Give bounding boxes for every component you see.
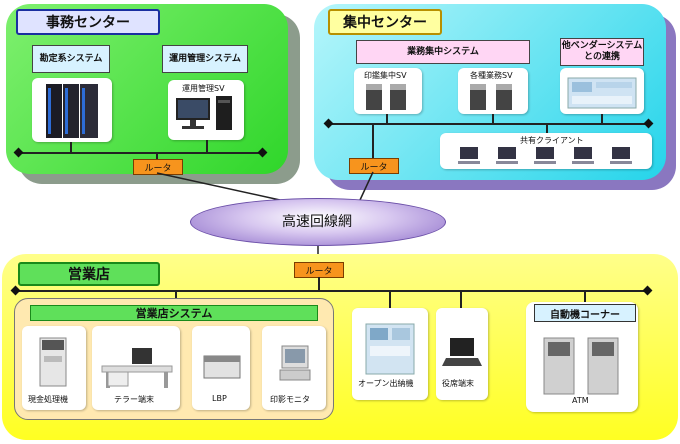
unyo-system-title: 運用管理システム (162, 45, 248, 73)
kanjo-system-title: 勘定系システム (32, 45, 110, 73)
cash-machine-icon (39, 337, 67, 387)
jimu-center-title: 事務センター (16, 9, 160, 35)
network-oval (190, 198, 446, 246)
desktop-pc-icon (176, 96, 232, 130)
inkan-server-label: 印鑑集中SV (364, 71, 407, 80)
atm-label: ATM (572, 396, 589, 405)
shuchu-lan-line (330, 123, 648, 125)
mainframe-card (32, 78, 112, 142)
teller-terminal-label: テラー端末 (114, 395, 154, 404)
jimu-drop-2 (206, 140, 208, 152)
seal-monitor-card: 印影モニタ (262, 326, 326, 410)
eigyoten-drop-3 (460, 291, 462, 309)
vendor-machine-card (560, 68, 644, 114)
unyo-server-card: 運用管理SV (168, 80, 244, 140)
shuchu-center-title: 集中センター (328, 9, 442, 35)
eigyoten-router: ルータ (294, 262, 344, 278)
shuchu-drop-3 (601, 114, 603, 123)
cash-processor-card: 現金処理機 (22, 326, 86, 410)
shared-clients-label: 共有クライアント (520, 136, 584, 145)
eigyoten-drop-2 (389, 291, 391, 309)
shuchu-drop-4 (546, 124, 548, 134)
laptop-icon (442, 338, 482, 366)
server-tower-icon (366, 84, 406, 110)
eigyoten-lan-line (18, 290, 646, 292)
inkan-server-card: 印鑑集中SV (354, 68, 422, 114)
mainframe-icon (46, 84, 98, 138)
shuchu-router: ルータ (349, 158, 399, 174)
network-label: 高速回線網 (282, 214, 352, 230)
gyomu-system-title: 業務集中システム (356, 40, 530, 64)
unyo-server-label: 運用管理SV (182, 84, 225, 93)
shuchu-drop-1 (386, 114, 388, 123)
kakushu-server-label: 各種業務SV (470, 71, 513, 80)
eigyoten-title: 営業店 (18, 262, 160, 286)
seal-monitor-icon (279, 345, 311, 381)
kakushu-server-card: 各種業務SV (458, 68, 528, 114)
jimu-lan-line (20, 152, 262, 154)
shuchu-drop-2 (492, 114, 494, 123)
eigyoten-drop-4 (584, 291, 586, 303)
client-pc-icons (458, 147, 632, 164)
vendor-system-title: 他ベンダーシステム との連携 (560, 38, 644, 66)
teller-desk-icon (101, 348, 173, 388)
server-tower-icon (470, 84, 512, 110)
atm-icon (543, 337, 619, 395)
lbp-label: LBP (212, 394, 227, 403)
officer-terminal-label: 役席端末 (442, 379, 474, 388)
shuchu-router-drop (372, 124, 374, 158)
open-teller-card: オープン出納機 (352, 308, 428, 400)
cash-processor-label: 現金処理機 (28, 395, 68, 404)
printer-icon (203, 355, 241, 379)
store-system-title: 営業店システム (30, 305, 318, 321)
open-teller-label: オープン出納機 (358, 379, 414, 388)
atm-corner-title: 自動機コーナー (534, 304, 636, 322)
seal-monitor-label: 印影モニタ (270, 395, 310, 404)
jimu-drop-1 (70, 142, 72, 152)
lbp-card: LBP (192, 326, 250, 410)
jimu-router-drop (156, 153, 158, 160)
vendor-system-label: 他ベンダーシステム との連携 (561, 41, 643, 62)
jimu-router: ルータ (133, 159, 183, 175)
shared-clients-card: 共有クライアント (440, 133, 652, 169)
eigyoten-router-drop (318, 277, 320, 290)
teller-machine-icon (365, 323, 415, 375)
officer-terminal-card: 役席端末 (436, 308, 488, 400)
processing-machine-icon (567, 77, 637, 109)
teller-terminal-card: テラー端末 (92, 326, 180, 410)
